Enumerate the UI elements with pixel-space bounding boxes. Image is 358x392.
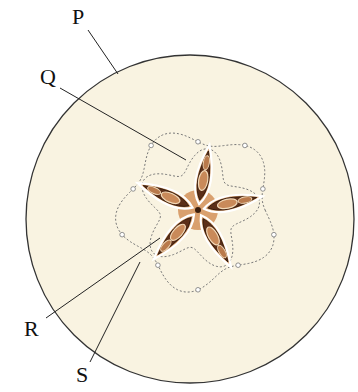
part-label: S (76, 364, 88, 386)
vascular-bundle (272, 232, 277, 237)
seed (217, 197, 238, 210)
vascular-bundle (120, 232, 125, 237)
vascular-bundle (196, 139, 201, 144)
carpel (135, 176, 196, 214)
carpel (202, 189, 264, 216)
seed (168, 222, 188, 243)
part-label: P (72, 6, 84, 28)
carpel (192, 144, 217, 206)
vascular-bundle (131, 187, 136, 192)
leader-line (46, 238, 160, 318)
vascular-bundle (149, 143, 154, 148)
part-label: Q (40, 66, 56, 88)
carpel (148, 209, 199, 264)
leader-line (90, 262, 140, 362)
flesh (26, 55, 354, 383)
vascular-bundle (156, 263, 161, 268)
seed (160, 190, 182, 206)
vascular-bundle (243, 143, 248, 148)
leader-line (88, 30, 118, 74)
leader-line (60, 88, 186, 160)
vascular-ring (116, 133, 274, 292)
vascular-bundle (261, 187, 266, 192)
part-label: R (24, 318, 39, 340)
vascular-bundle (196, 287, 201, 292)
vascular-bundle (236, 263, 241, 268)
seed (197, 170, 209, 191)
carpel (195, 211, 238, 270)
seed (204, 225, 222, 247)
